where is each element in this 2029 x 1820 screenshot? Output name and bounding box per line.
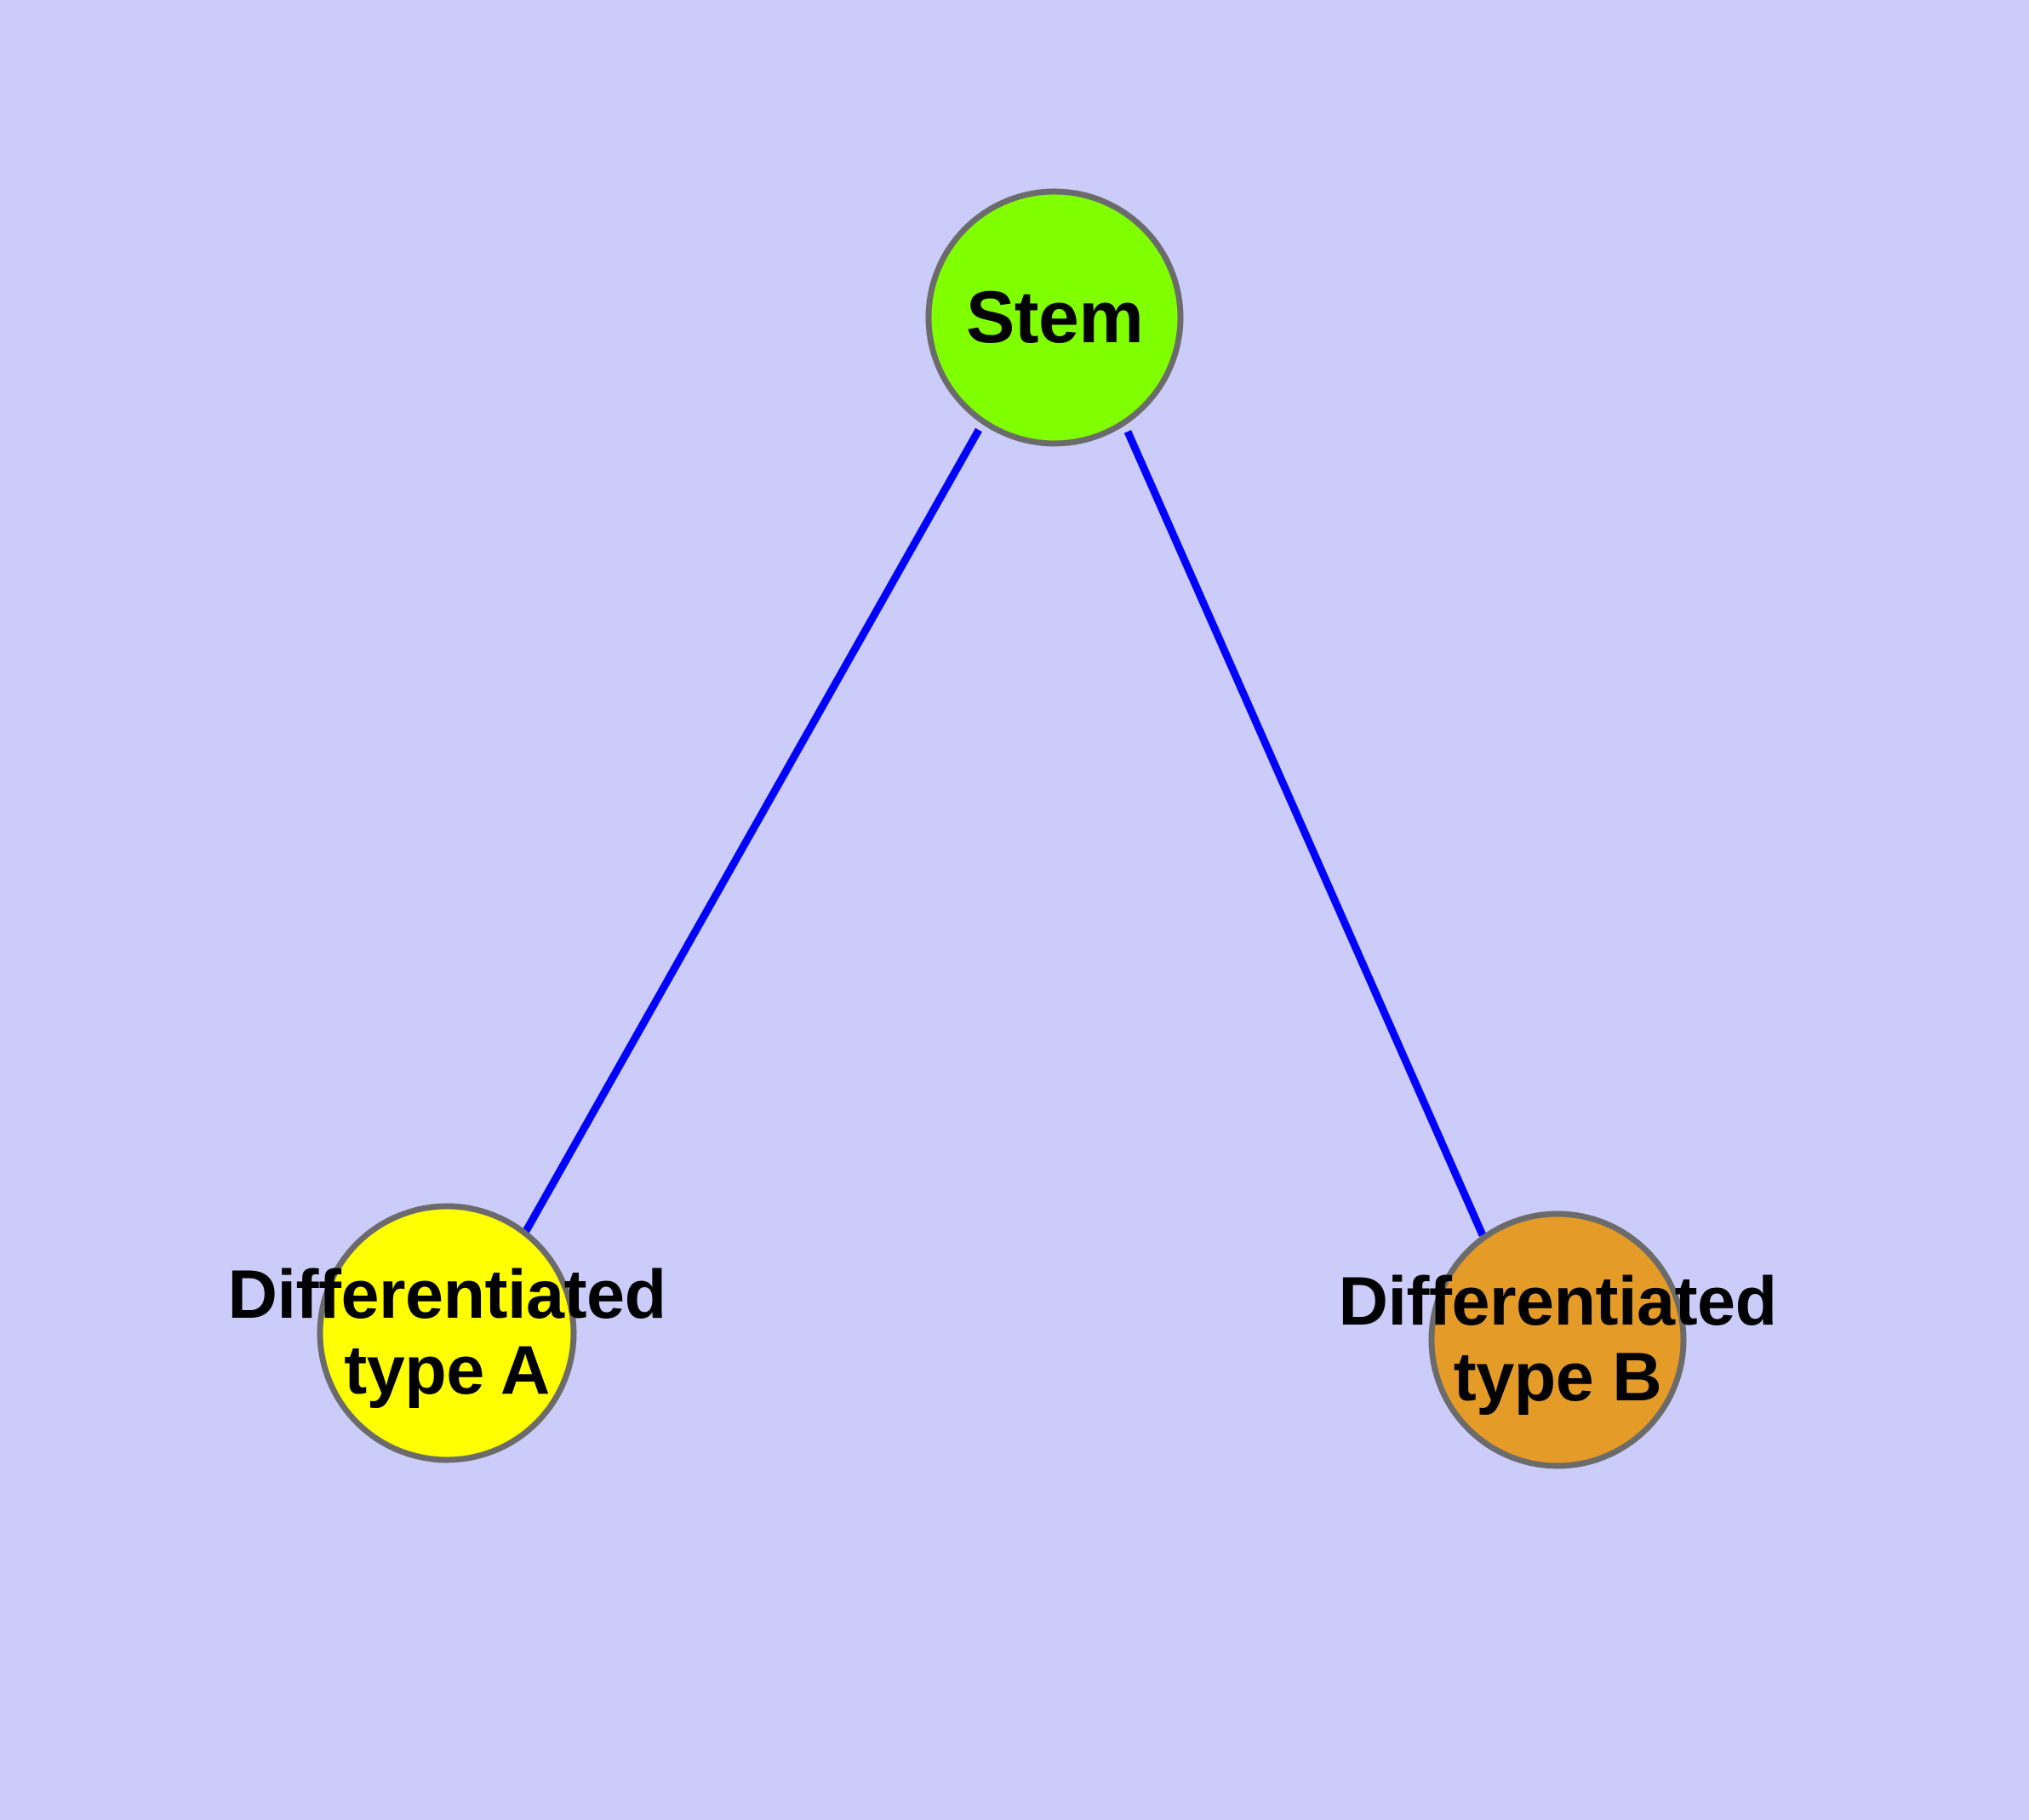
node-differentiated-type-b[interactable]	[1428, 1210, 1687, 1469]
edge-layer	[522, 427, 1487, 1237]
edge-stem-to-diff-b	[1123, 430, 1487, 1237]
edge-stem-to-diff-a	[522, 427, 982, 1235]
node-differentiated-type-a[interactable]	[317, 1203, 577, 1463]
node-layer	[317, 188, 1687, 1469]
node-stem[interactable]	[925, 188, 1184, 447]
